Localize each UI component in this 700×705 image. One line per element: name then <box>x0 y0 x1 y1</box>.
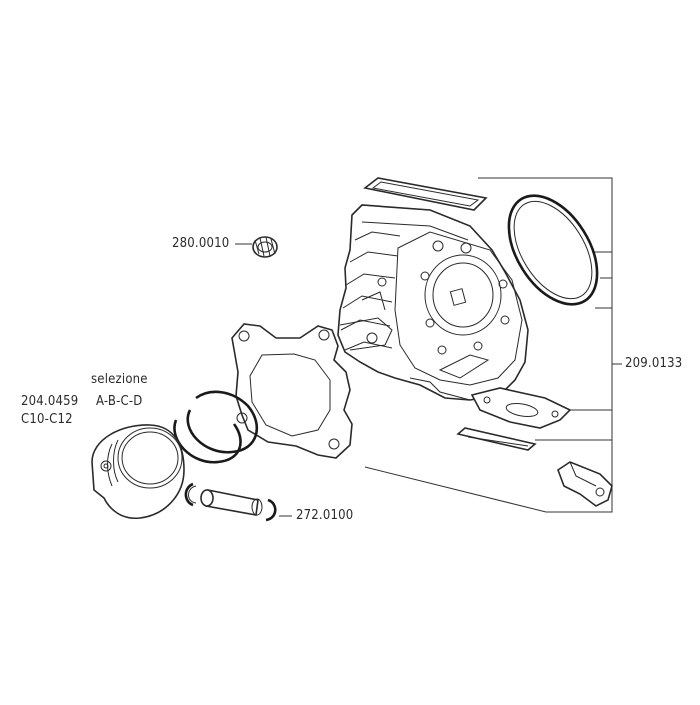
label-piston-pin: 272.0100 <box>296 508 354 523</box>
exhaust-gasket <box>470 387 572 429</box>
cylinder <box>337 204 529 401</box>
label-selection-grades: A-B-C-D <box>96 394 143 409</box>
label-selection-title: selezione <box>91 372 148 387</box>
strip-gasket <box>456 427 537 451</box>
cage-bearing <box>252 236 278 258</box>
piston <box>91 424 185 520</box>
label-cylinder-kit: 209.0133 <box>625 356 683 371</box>
base-gasket <box>231 323 353 459</box>
o-rings <box>507 194 599 306</box>
leader-lines <box>235 177 622 517</box>
label-piston-size-range: C10-C12 <box>21 412 73 427</box>
piston-rings <box>173 390 259 464</box>
valve-part <box>557 461 613 507</box>
wrist-pin <box>184 482 277 522</box>
label-cage-bearing: 280.0010 <box>172 236 230 251</box>
label-piston-code: 204.0459 <box>21 394 79 409</box>
head-gasket-top <box>363 177 488 211</box>
